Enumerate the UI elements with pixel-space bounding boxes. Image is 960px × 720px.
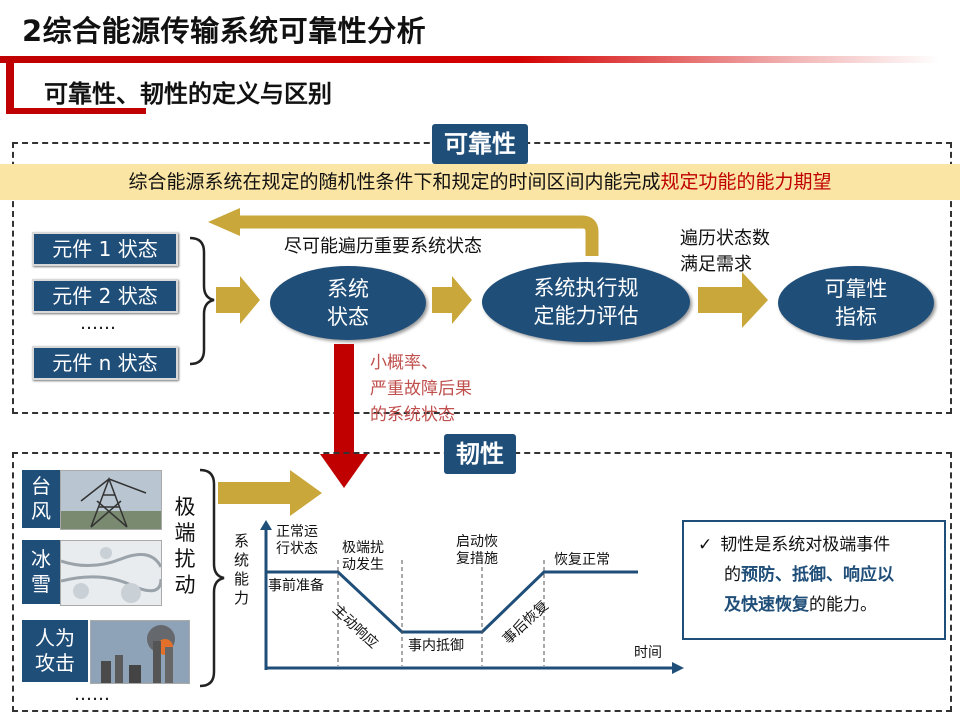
- node-capability-evaluation: 系统执行规 定能力评估: [482, 262, 690, 342]
- component-state-2: 元件 2 状态: [32, 279, 178, 313]
- page-title: 2综合能源传输系统可靠性分析: [22, 14, 427, 48]
- component-state-n: 元件 n 状态: [32, 346, 178, 380]
- red-down-arrow-head: [320, 454, 368, 488]
- label-start-recovery: 启动恢 复措施: [456, 534, 498, 567]
- label-normal-state: 正常运 行状态: [276, 524, 318, 557]
- note-line-1: ✓韧性是系统对极端事件: [698, 535, 891, 555]
- low-probability-label-1: 小概率、: [370, 353, 438, 373]
- loop-label: 尽可能遍历重要系统状态: [284, 236, 482, 257]
- disturbance-ice-snow: 冰 雪: [22, 540, 60, 604]
- resilience-label: 韧性: [444, 434, 516, 474]
- chart-xlabel: 时间: [634, 645, 662, 661]
- node-reliability-index: 可靠性 指标: [778, 266, 934, 340]
- ice-snow-image: [60, 540, 162, 606]
- title-divider: [0, 56, 940, 63]
- label-during-resist: 事内抵御: [408, 638, 464, 654]
- section-subtitle: 可靠性、韧性的定义与区别: [44, 80, 332, 108]
- note-line-3: 及快速恢复的能力。: [724, 595, 877, 615]
- disturbance-brace: [199, 468, 225, 688]
- label-extreme-occurs: 极端扰 动发生: [342, 540, 384, 573]
- component-state-1: 元件 1 状态: [32, 232, 178, 266]
- reliability-label: 可靠性: [432, 124, 528, 164]
- capability-curve: [266, 570, 638, 634]
- typhoon-image: [60, 470, 162, 530]
- label-prep: 事前准备: [268, 578, 324, 594]
- red-down-arrow-shaft: [334, 344, 354, 456]
- component-ellipsis: ……: [80, 313, 116, 334]
- arrow-to-evaluation: [432, 276, 472, 324]
- node-system-state: 系统 状态: [270, 266, 426, 340]
- chart-ylabel: 系 统 能 力: [234, 532, 250, 607]
- extreme-disturbance-label: 极 端 扰 动: [174, 495, 196, 597]
- resilience-curve-chart: [260, 520, 684, 674]
- label-recovery-normal: 恢复正常: [554, 552, 610, 568]
- components-brace: [189, 236, 215, 366]
- low-probability-label-2: 严重故障后果: [370, 379, 472, 399]
- definition-emphasis: 规定功能的能力期望: [660, 171, 832, 193]
- disturbance-human-attack: 人为 攻击: [22, 620, 88, 682]
- arrow-to-chart: [218, 470, 322, 516]
- loop-back-arrow: [238, 215, 599, 256]
- low-probability-label-3: 的系统状态: [370, 405, 455, 425]
- check-icon: ✓: [698, 535, 713, 555]
- note-line-2: 的预防、抵御、响应以: [724, 565, 894, 585]
- traverse-label-2: 满足需求: [680, 254, 752, 275]
- attack-image: [90, 620, 190, 684]
- reliability-definition: 综合能源系统在规定的随机性条件下和规定的时间区间内能完成规定功能的能力期望: [0, 164, 960, 200]
- subtitle-bracket-left: [6, 56, 14, 114]
- disturbance-typhoon: 台 风: [22, 470, 60, 528]
- subtitle-bracket-bottom: [6, 108, 146, 114]
- resilience-definition-note: ✓韧性是系统对极端事件 的预防、抵御、响应以 及快速恢复的能力。: [682, 520, 946, 640]
- arrow-to-system-state: [216, 276, 260, 324]
- traverse-label-1: 遍历状态数: [680, 228, 770, 249]
- arrow-to-index: [698, 272, 768, 328]
- disturbance-ellipsis: ……: [74, 684, 110, 705]
- definition-text: 综合能源系统在规定的随机性条件下和规定的时间区间内能完成: [128, 171, 661, 193]
